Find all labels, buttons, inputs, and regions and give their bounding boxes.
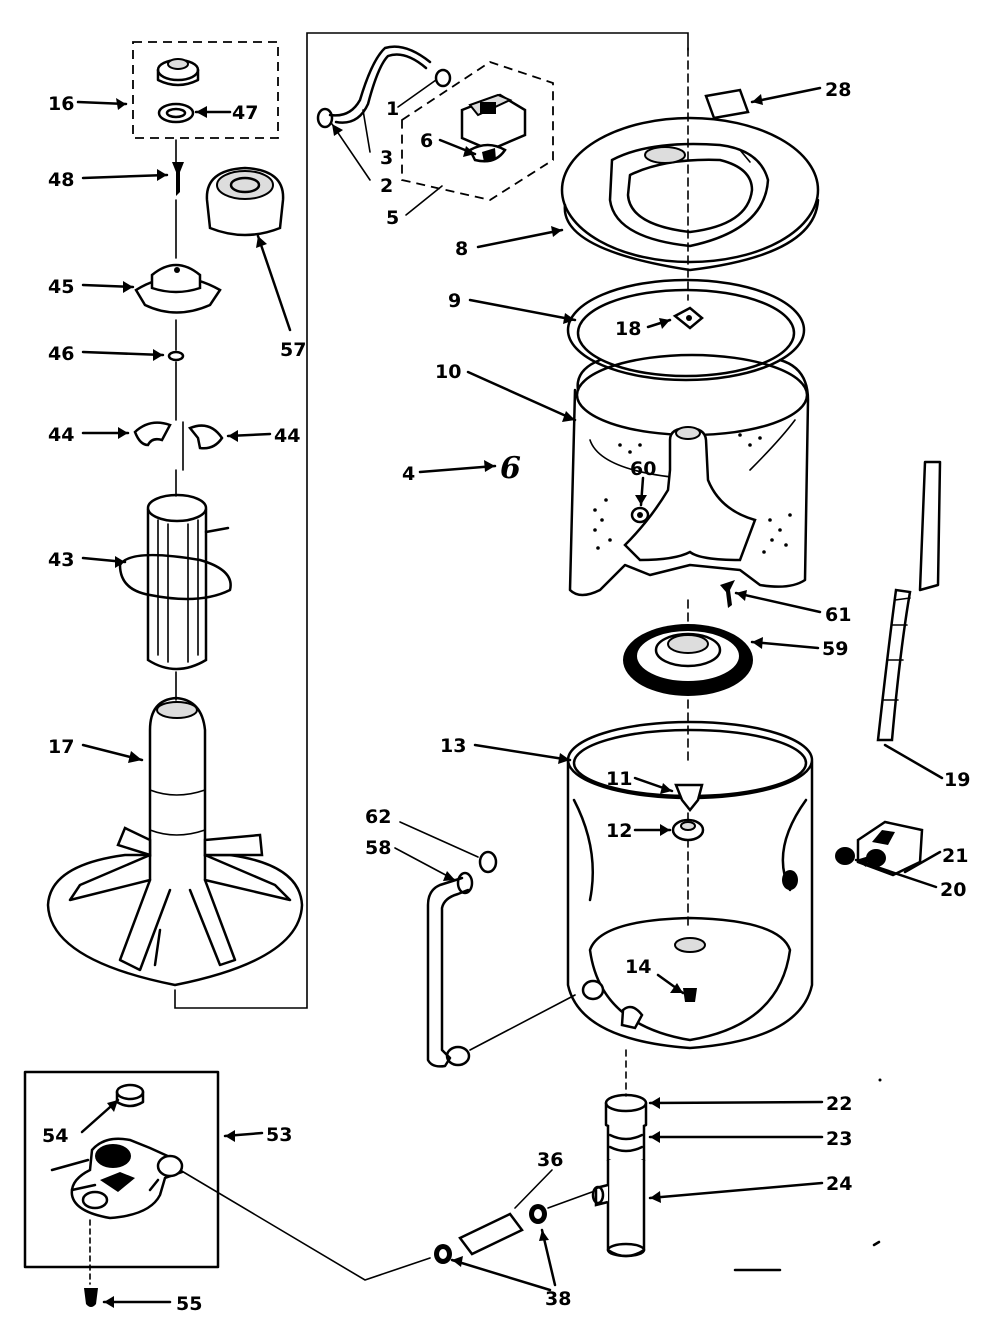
label-44-left: 44 bbox=[48, 424, 74, 446]
label-3: 3 bbox=[380, 147, 393, 169]
switch-dashed-box bbox=[401, 61, 554, 201]
label-23: 23 bbox=[826, 1128, 852, 1150]
label-22: 22 bbox=[826, 1093, 852, 1115]
label-13: 13 bbox=[440, 735, 466, 757]
hub-plate bbox=[672, 306, 704, 330]
spin-basket bbox=[568, 353, 810, 597]
screw bbox=[172, 162, 184, 196]
handwritten-6: 6 bbox=[500, 451, 521, 486]
label-5: 5 bbox=[386, 207, 399, 229]
label-16: 16 bbox=[48, 93, 74, 115]
tub-cover bbox=[560, 116, 820, 272]
spanner-nut bbox=[623, 624, 753, 696]
label-1: 1 bbox=[386, 98, 399, 120]
cover-pad bbox=[704, 88, 750, 120]
label-43: 43 bbox=[48, 549, 74, 571]
agitator-base bbox=[46, 696, 304, 987]
label-10: 10 bbox=[435, 361, 461, 383]
gasket bbox=[671, 818, 705, 842]
agitator-barrel bbox=[118, 493, 232, 671]
label-58: 58 bbox=[365, 837, 391, 859]
pressure-switch-body bbox=[460, 93, 527, 163]
label-9: 9 bbox=[448, 290, 461, 312]
label-53: 53 bbox=[266, 1124, 292, 1146]
air-dome-hose bbox=[426, 850, 576, 1068]
water-pump bbox=[70, 1137, 184, 1220]
pump-pulley bbox=[115, 1083, 145, 1108]
label-6: 6 bbox=[420, 130, 433, 152]
label-11: 11 bbox=[606, 768, 632, 790]
label-46: 46 bbox=[48, 343, 74, 365]
speck-tick bbox=[872, 1240, 881, 1247]
agitator-cap-top bbox=[156, 58, 200, 87]
label-21: 21 bbox=[942, 845, 968, 867]
label-4: 4 bbox=[402, 463, 415, 485]
agitator-cap bbox=[205, 166, 285, 237]
label-48: 48 bbox=[48, 169, 74, 191]
label-18: 18 bbox=[615, 318, 641, 340]
leader-lines bbox=[76, 79, 944, 1308]
pump-box bbox=[23, 1070, 220, 1269]
label-12: 12 bbox=[606, 820, 632, 842]
label-57: 57 bbox=[280, 339, 306, 361]
tub-ring bbox=[566, 278, 806, 382]
label-36: 36 bbox=[537, 1149, 563, 1171]
basket-bolt bbox=[630, 506, 650, 524]
seal-ring bbox=[157, 102, 195, 124]
small-ring bbox=[167, 350, 185, 362]
label-55: 55 bbox=[176, 1293, 202, 1315]
outer-tub bbox=[566, 720, 814, 1050]
label-54: 54 bbox=[42, 1125, 68, 1147]
label-24: 24 bbox=[826, 1173, 852, 1195]
label-20: 20 bbox=[940, 879, 966, 901]
left-axis-line bbox=[175, 139, 184, 701]
hub-screw bbox=[720, 580, 735, 608]
fill-hose bbox=[316, 45, 452, 129]
tub-bolt bbox=[683, 988, 697, 1002]
cam-dogs bbox=[133, 421, 224, 450]
pump-bolt bbox=[84, 1288, 98, 1307]
pump-pointer bbox=[50, 1158, 90, 1172]
label-61: 61 bbox=[825, 604, 851, 626]
label-45: 45 bbox=[48, 276, 74, 298]
label-62: 62 bbox=[365, 806, 391, 828]
label-19: 19 bbox=[944, 769, 970, 791]
part-labels: 16 47 48 45 46 44 44 43 17 57 1 3 2 6 5 … bbox=[42, 79, 970, 1315]
label-17: 17 bbox=[48, 736, 74, 758]
label-60: 60 bbox=[630, 458, 656, 480]
label-2: 2 bbox=[380, 175, 393, 197]
switch-grommet bbox=[835, 847, 855, 865]
drain-hose bbox=[876, 460, 942, 742]
label-59: 59 bbox=[822, 638, 848, 660]
assembly-bracket bbox=[174, 32, 689, 1009]
pump-hose bbox=[434, 1191, 593, 1264]
bearing bbox=[674, 783, 704, 813]
pump-connector-line bbox=[179, 1169, 431, 1281]
label-47: 47 bbox=[232, 102, 258, 124]
washer-cone bbox=[134, 263, 222, 314]
label-8: 8 bbox=[455, 238, 468, 260]
tee-fitting bbox=[591, 1093, 648, 1258]
label-28: 28 bbox=[825, 79, 851, 101]
label-38: 38 bbox=[545, 1288, 571, 1310]
label-14: 14 bbox=[625, 956, 651, 978]
speck bbox=[878, 1078, 882, 1082]
label-44-right: 44 bbox=[274, 425, 300, 447]
